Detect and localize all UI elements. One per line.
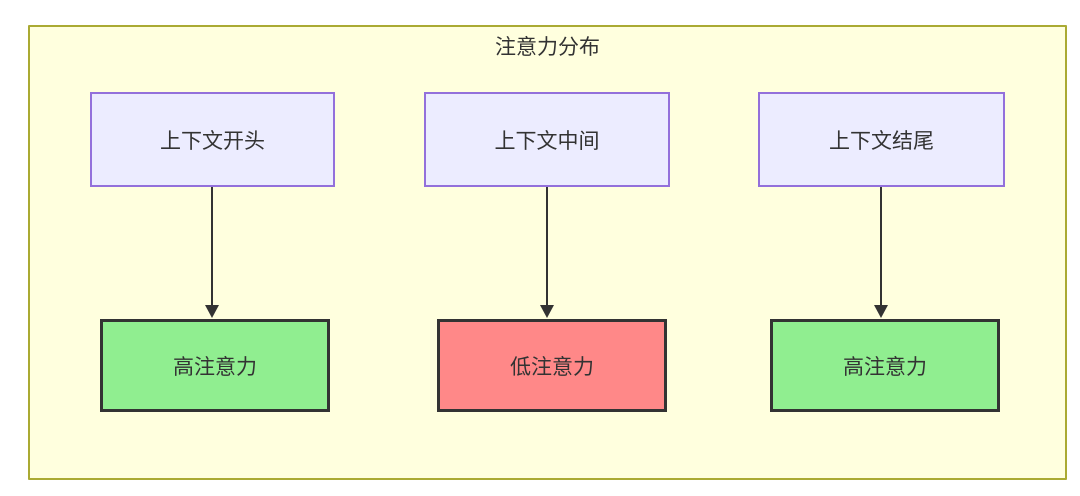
arrow-head-icon — [874, 305, 888, 318]
node-low-attention: 低注意力 — [437, 319, 667, 412]
arrow-line-1 — [211, 187, 213, 306]
node-context-start: 上下文开头 — [90, 92, 335, 187]
node-high-attention-1: 高注意力 — [100, 319, 330, 412]
node-context-end: 上下文结尾 — [758, 92, 1005, 187]
node-context-middle: 上下文中间 — [424, 92, 670, 187]
node-high-attention-2: 高注意力 — [770, 319, 1000, 412]
arrow-head-icon — [205, 305, 219, 318]
arrow-line-2 — [546, 187, 548, 306]
arrow-line-3 — [880, 187, 882, 306]
diagram-title: 注意力分布 — [495, 36, 600, 59]
arrow-head-icon — [540, 305, 554, 318]
